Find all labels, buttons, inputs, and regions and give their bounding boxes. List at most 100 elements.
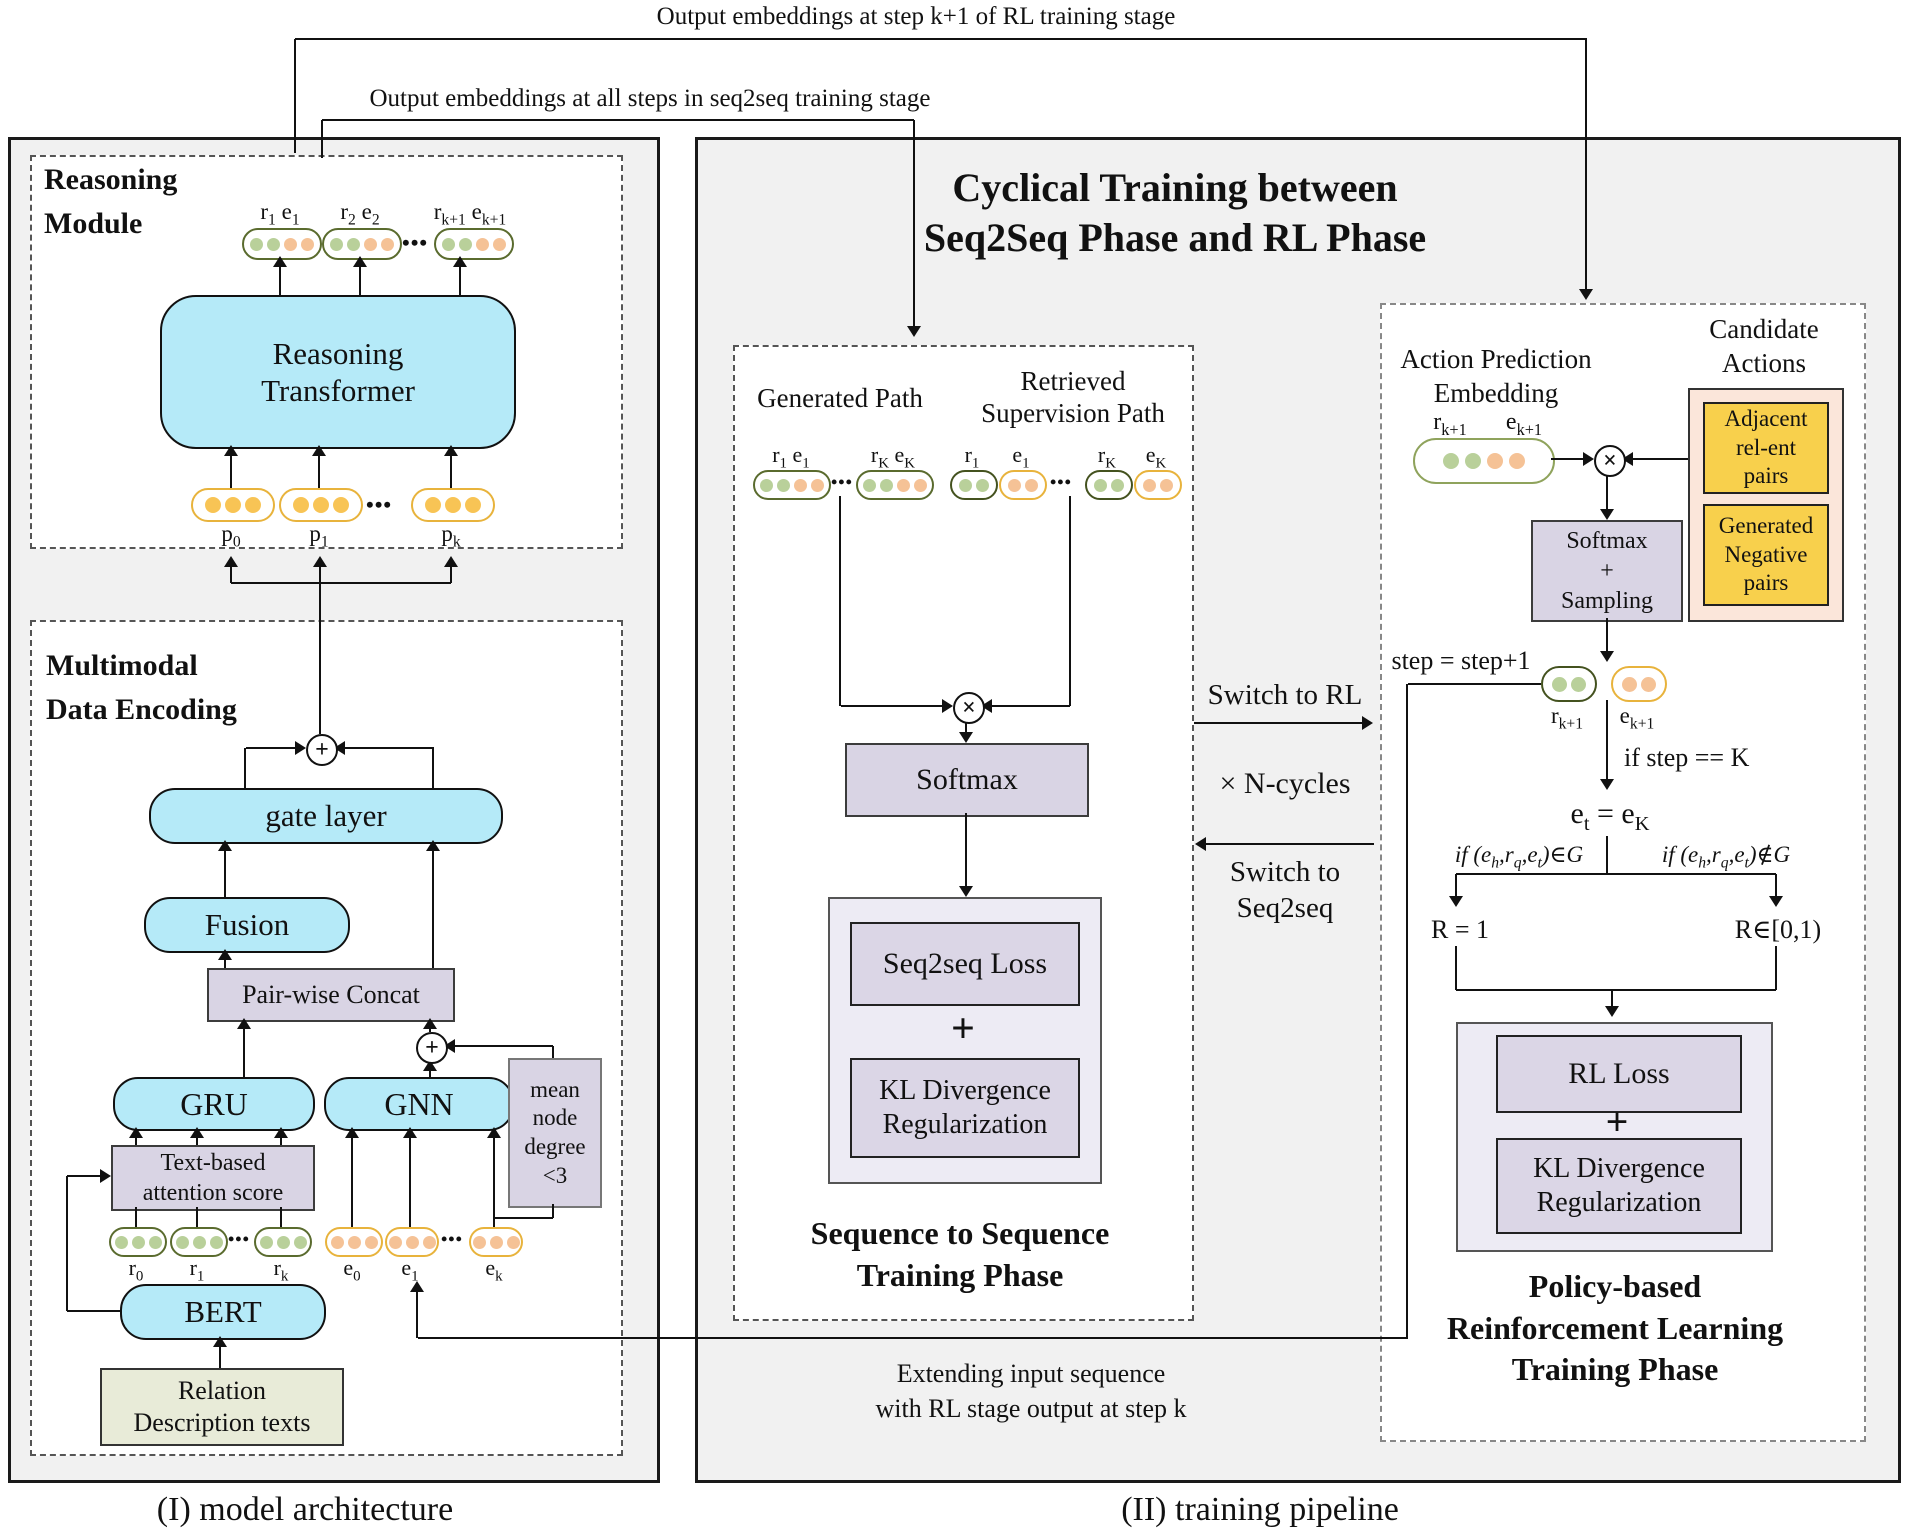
rl-loss-box: RL Loss [1496,1035,1742,1113]
connector-line [992,705,1070,707]
connector-line [1406,684,1408,1338]
arrowhead-icon [1579,289,1593,300]
arrowhead-icon [1769,896,1783,907]
arrowhead-icon [1449,896,1463,907]
relation-embedding-pill [254,1227,312,1257]
dot [506,1235,520,1249]
connector-line [1606,473,1608,509]
dot [381,237,394,251]
action-prediction-pill [1413,438,1555,484]
arrowhead-icon [295,741,306,755]
arrowhead-icon [313,556,327,567]
connector-line [294,39,296,153]
generated-path-pill [753,470,831,500]
action-prediction-label: Action Prediction Embedding [1390,343,1602,411]
connector-line [322,119,914,121]
gate-layer-box: gate layer [149,788,503,844]
path-embedding-pill [279,488,363,522]
gru-box: GRU [113,1077,315,1131]
arrowhead-icon [273,256,287,267]
candidate-line: Actions [1722,347,1806,378]
dot [1094,478,1107,492]
multimodal-title-2: Data Encoding [46,693,237,726]
token-label: r2 e2 [340,199,380,229]
connector-line [67,1175,100,1177]
dot [811,478,824,492]
dot [276,1235,290,1249]
dot [959,478,972,492]
reward-range-label: R∈[0,1) [1734,915,1822,944]
reasoning-module-title-1: Reasoning [44,163,178,196]
oplus-icon: + [306,734,338,766]
retrieved-line: Retrieved [1020,366,1126,396]
connector-line [321,120,323,158]
kl-line: Regularization [882,1109,1048,1140]
retrieved-relation-pill [950,470,998,500]
caption-model-architecture: (I) model architecture [156,1491,454,1528]
connector-line [230,567,232,583]
ellipsis: ••• [831,472,853,492]
token-label: p1 [309,521,329,551]
connector-line [416,1292,418,1338]
switch-seq-line: Switch to [1229,856,1341,888]
adjacent-pairs-box: Adjacent rel-ent pairs [1703,402,1829,494]
dot [1111,478,1124,492]
arrowhead-icon [224,556,238,567]
attention-line: Text-based [160,1150,266,1176]
token-label: eK [1145,442,1167,472]
dot [897,478,910,492]
token-label: pk [441,521,461,551]
kl-line: KL Divergence [1533,1153,1705,1185]
token-label: r1 [189,1255,205,1285]
arrowhead-icon [487,1127,501,1138]
arrowhead-icon [312,445,326,456]
rl-caption-line: Policy-based [1528,1268,1702,1304]
bert-box: BERT [120,1284,326,1340]
action-embed-line: Embedding [1433,377,1559,408]
reward-one-label: R = 1 [1430,915,1489,944]
dot [442,237,455,251]
dot [364,237,377,251]
output-embedding-pill [434,228,514,260]
seq2seq-phase-caption: Sequence to Sequence Training Phase [780,1213,1140,1296]
extending-line: with RL stage output at step k [875,1394,1187,1424]
dot [1487,453,1503,469]
generated-neg-line: Generated [1718,512,1814,538]
dot [250,237,263,251]
arrowhead-icon [423,1018,437,1029]
dot [472,1235,486,1249]
arrowhead-icon [403,1127,417,1138]
mean-node-line: degree [524,1134,586,1159]
connector-line [219,1347,221,1368]
connector-line [319,583,321,734]
arrowhead-icon [410,1281,424,1292]
arrowhead-icon [1600,651,1614,662]
connector-line [841,705,942,707]
connector-line [243,1029,245,1077]
connector-line [196,1207,198,1227]
connector-line [459,267,461,295]
dot [1160,478,1173,492]
connector-line [1456,873,1776,875]
softmax-sampling-line: + [1600,558,1614,584]
connector-line [66,1176,68,1311]
connector-line [244,748,246,788]
arrowhead-icon [907,326,921,337]
dot [1008,478,1021,492]
ellipsis: ••• [366,492,393,517]
dot [301,237,314,251]
seq2seq-loss-box: Seq2seq Loss [850,922,1080,1006]
connector-line [1408,683,1541,685]
dot [794,478,807,492]
plus-sign: + [951,1006,975,1052]
arrowhead-icon [237,1018,251,1029]
candidate-actions-label: Candidate Actions [1680,313,1848,381]
extending-sequence-label: Extending input sequence with RL stage o… [850,1356,1212,1426]
rl-kl-box: KL Divergence Regularization [1496,1138,1742,1234]
connector-line [1606,700,1608,779]
arrowhead-icon [444,1039,455,1053]
connector-line [246,747,295,749]
connector-line [1456,989,1776,991]
generated-path-label: Generated Path [757,383,923,413]
connector-line [295,38,1587,40]
